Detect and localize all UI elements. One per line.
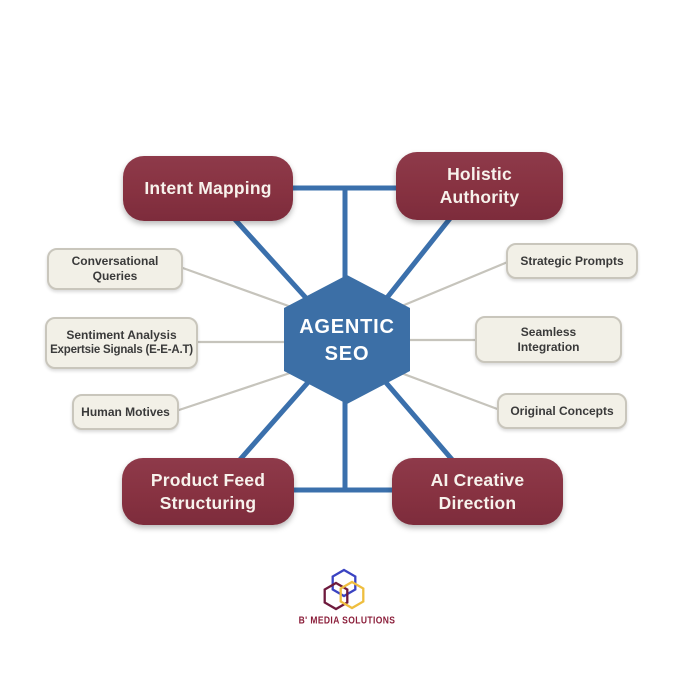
node-label: Intent Mapping	[144, 178, 272, 199]
node-label-line1: Holistic	[447, 164, 512, 185]
center-hexagon-label: AGENTIC SEO	[287, 309, 407, 373]
node-label-line1: AI Creative	[430, 469, 525, 490]
node-product-feed-structuring: Product Feed Structuring	[122, 458, 294, 525]
subnode-label-line1: Seamless	[520, 324, 577, 339]
node-intent-mapping: Intent Mapping	[123, 156, 293, 221]
subnode-original-concepts: Original Concepts	[497, 393, 627, 429]
node-holistic-authority: Holistic Authority	[396, 152, 563, 220]
subnode-label: Conversational Queries	[71, 254, 159, 283]
node-label-line2: Authority	[439, 187, 520, 207]
node-label-line1: Product Feed	[150, 469, 266, 490]
subnode-label: Original Concepts	[510, 403, 614, 418]
center-label-line2: SEO	[324, 343, 370, 365]
node-ai-creative-direction: AI Creative Direction	[392, 458, 563, 525]
brand-logo-hexagons-icon	[323, 568, 365, 611]
logo-hexagon-top-icon	[331, 568, 357, 598]
subnode-label-line1: Sentiment Analysis	[66, 328, 177, 343]
subnode-label: Strategic Prompts	[520, 253, 624, 268]
brand-name: B' MEDIA SOLUTIONS	[298, 614, 396, 626]
node-label-line2: Structuring	[159, 492, 257, 513]
subnode-seamless-integration: Seamless Integration	[475, 316, 622, 363]
subnode-label-line2: Expertsie Signals (E-E-A.T)	[50, 344, 193, 357]
subnode-label-line2: Integration	[517, 339, 580, 354]
logo-hexagon-left-icon	[323, 581, 349, 611]
subnode-human-motives: Human Motives	[72, 394, 179, 430]
logo-hexagon-right-icon	[339, 580, 365, 610]
subnode-conversational-queries: Conversational Queries	[47, 248, 183, 290]
subnode-strategic-prompts: Strategic Prompts	[506, 243, 638, 279]
subnode-label: Human Motives	[81, 404, 170, 419]
center-label-line1: AGENTIC	[299, 316, 395, 338]
subnode-sentiment-analysis: Sentiment Analysis Expertsie Signals (E-…	[45, 317, 198, 369]
node-label-line2: Direction	[438, 492, 517, 513]
